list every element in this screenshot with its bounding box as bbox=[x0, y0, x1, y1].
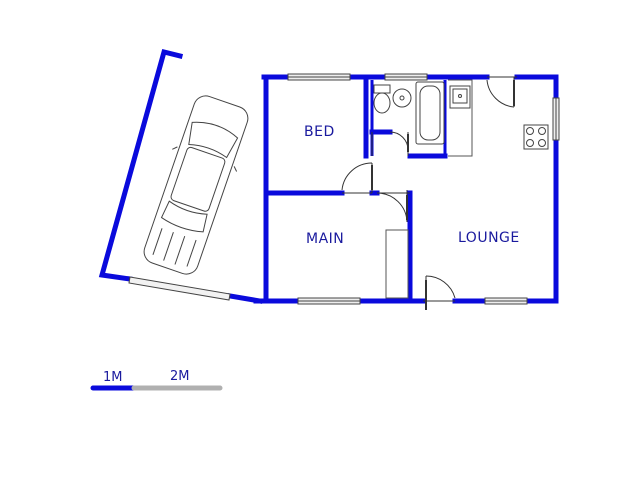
room-label-bed: BED bbox=[304, 124, 335, 140]
basin-icon bbox=[392, 88, 412, 108]
room-label-lounge: LOUNGE bbox=[458, 230, 520, 246]
room-label-main: MAIN bbox=[306, 231, 345, 247]
sink-icon bbox=[449, 85, 471, 109]
carport-opening bbox=[128, 276, 231, 301]
kitchen-counter bbox=[448, 79, 473, 157]
stove-icon bbox=[523, 124, 549, 150]
scale-label-1m: 1M bbox=[103, 370, 123, 385]
cupboard bbox=[385, 229, 409, 299]
walls bbox=[253, 74, 559, 304]
bathtub-icon bbox=[415, 81, 445, 145]
door-leaves bbox=[371, 80, 515, 310]
car-icon bbox=[143, 95, 249, 275]
window-centerlines bbox=[288, 76, 557, 302]
scale-label-2m: 2M bbox=[170, 369, 190, 384]
toilet-icon bbox=[373, 84, 391, 114]
